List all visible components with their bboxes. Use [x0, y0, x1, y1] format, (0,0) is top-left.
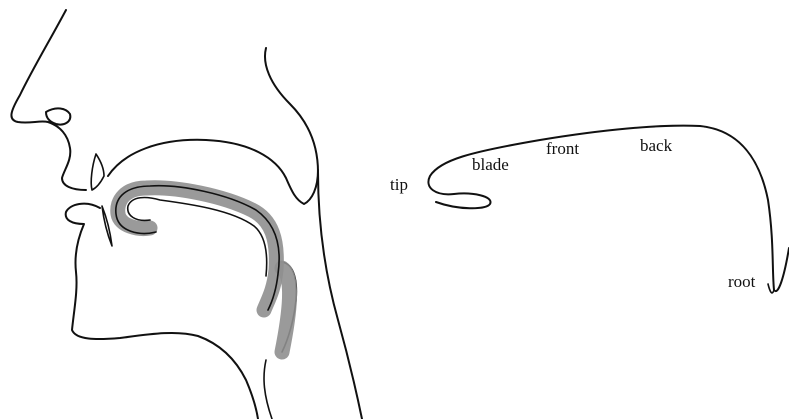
label-back: back — [640, 136, 673, 155]
face-profile — [11, 10, 86, 190]
label-blade: blade — [472, 155, 509, 174]
label-root: root — [728, 272, 756, 291]
tongue-shading-root — [282, 268, 290, 352]
tongue-highlighted — [116, 186, 290, 352]
tongue-profile-curve — [428, 126, 789, 292]
lower-lip-chin — [66, 204, 258, 419]
label-front: front — [546, 139, 579, 158]
head-cross-section — [11, 10, 362, 419]
upper-teeth — [91, 154, 104, 190]
label-tip: tip — [390, 175, 408, 194]
larynx-line — [264, 360, 272, 419]
